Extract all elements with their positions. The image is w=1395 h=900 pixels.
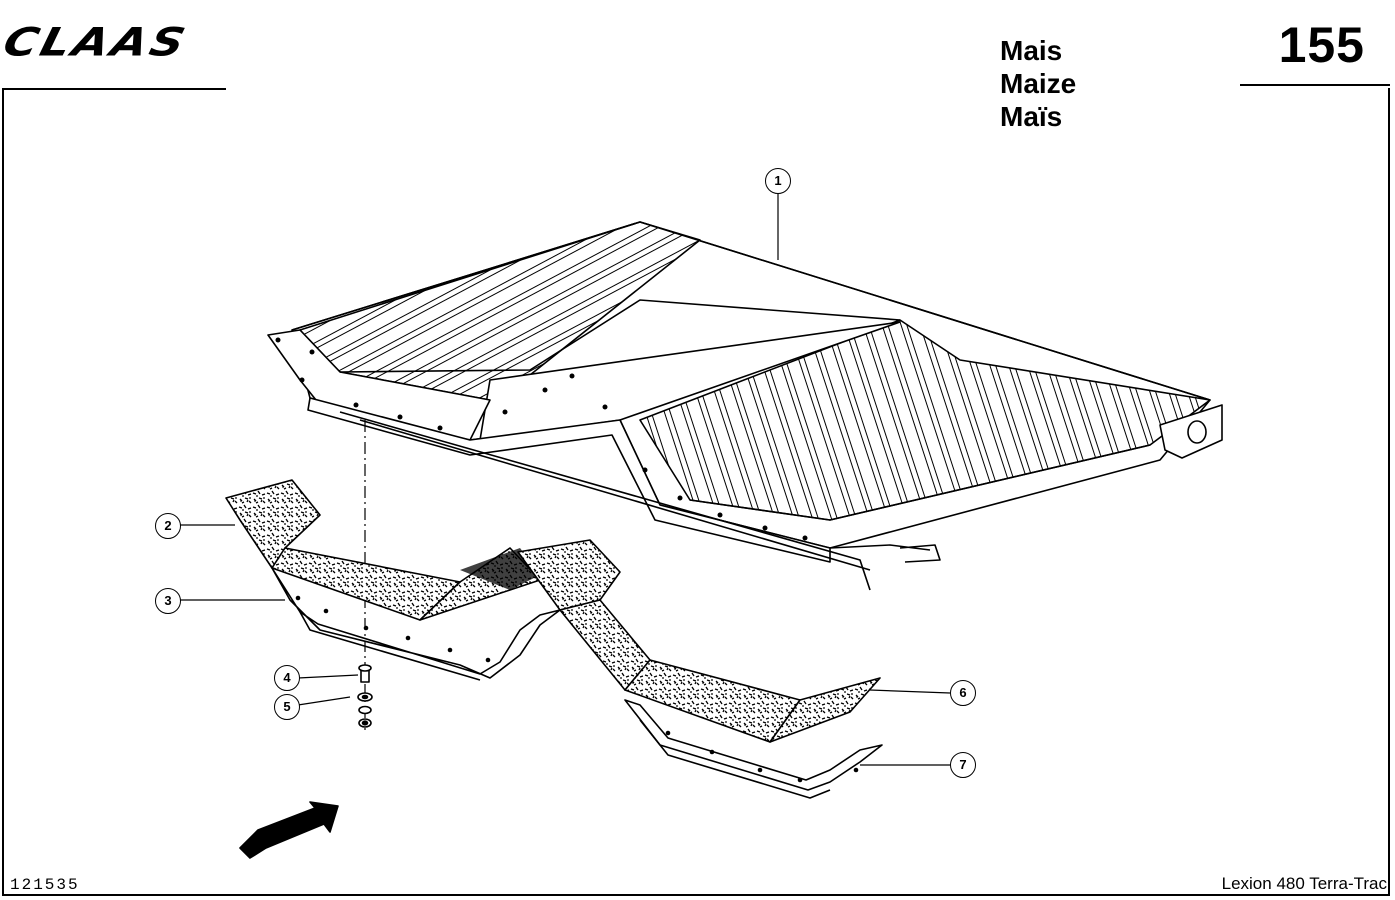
callout-2: 2 <box>155 513 181 539</box>
drawing-number: 121535 <box>10 876 80 894</box>
liner-left <box>225 479 541 621</box>
callout-4: 4 <box>274 665 300 691</box>
liner-right <box>517 539 881 743</box>
callout-5: 5 <box>274 694 300 720</box>
leader-lines <box>180 192 951 766</box>
header-rule-left <box>2 88 226 90</box>
page-number: 155 <box>1278 17 1365 73</box>
title-french: Maïs <box>1000 101 1063 132</box>
callout-7: 7 <box>950 752 976 778</box>
title-english: Maize <box>1000 68 1077 99</box>
fastener-set <box>357 664 373 728</box>
callout-3: 3 <box>155 588 181 614</box>
title-block: Mais Maize Maïs <box>1000 34 1076 133</box>
page-frame <box>2 88 1390 896</box>
callout-6: 6 <box>950 680 976 706</box>
direction-arrow <box>239 801 339 859</box>
bracket-right <box>624 699 883 799</box>
cover-assembly <box>267 221 1223 591</box>
model-name: Lexion 480 Terra-Trac <box>1221 874 1387 893</box>
header-rule-right <box>1240 84 1390 86</box>
title-german: Mais <box>1000 35 1063 66</box>
callout-1: 1 <box>765 168 791 194</box>
